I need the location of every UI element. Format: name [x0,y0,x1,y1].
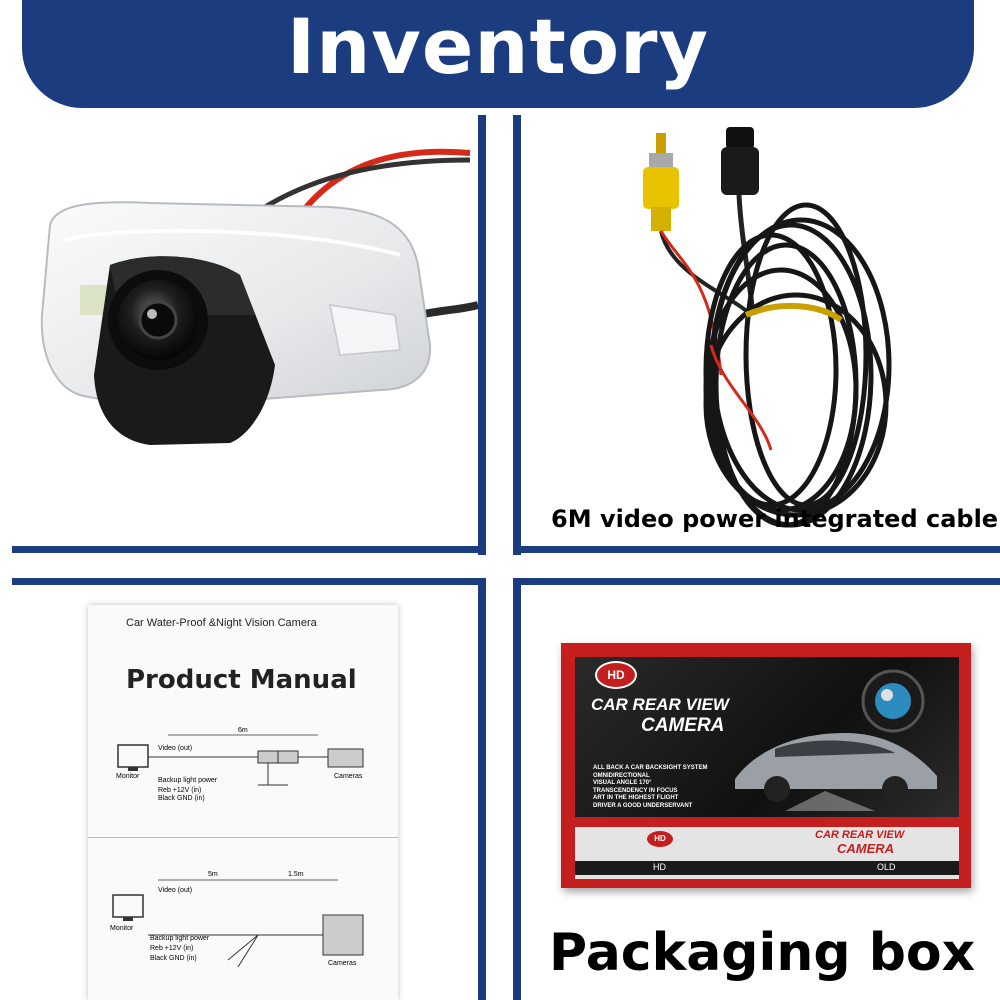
wiring-diagram-1 [117,734,364,786]
product-box: HD CAR REAR VIEW CAMERA ALL BACK A CAR B… [561,643,971,888]
box-feature: ALL BACK A CAR BACKSIGHT SYSTEM [593,765,708,771]
box-strip-old: OLD [877,862,896,872]
divider-vertical-top-right [513,115,521,555]
diagram2-monitor: Monitor [110,925,134,932]
box-side: HD CAR REAR VIEW CAMERA HD OLD [575,827,959,879]
inventory-header: Inventory [22,0,974,108]
box-color-strip: HD OLD [575,861,959,875]
box-title-line1: CAR REAR VIEW [591,695,729,714]
wiring-diagram-2 [112,879,364,968]
box-feature: OMNIDIRECTIONAL [593,772,650,779]
divider-horizontal-top-left [12,546,486,553]
box-hd-badge: HD [595,661,637,689]
divider-horizontal-bottom-right [513,578,1000,585]
divider-vertical-bottom-left [478,578,486,1000]
manual-page-fold [88,837,398,838]
diagram2-distance1: 5m [208,871,218,878]
diagram1-video: Video (out) [158,745,193,752]
box-side-badge: HD [647,831,673,847]
manual-title: Product Manual [126,665,357,695]
divider-horizontal-bottom-left [12,578,486,585]
box-feature: DRIVER A GOOD UNDERSERVANT [593,802,693,809]
camera-image [40,148,478,445]
header-title: Inventory [286,1,710,91]
diagram2-cameras: Cameras [328,960,357,967]
box-side-line1: CAR REAR VIEW [815,829,905,841]
box-side-line2: CAMERA [837,841,895,856]
cable-caption: 6M video power integrated cable [551,505,999,533]
diagram2-backup: Backup light power [150,935,210,942]
box-title-line2: CAMERA [641,715,725,736]
box-feature-list: ALL BACK A CAR BACKSIGHT SYSTEM OMNIDIRE… [593,765,707,810]
diagram1-red: Reb +12V (in) [158,787,202,794]
diagram1-distance: 6m [238,727,248,734]
diagram2-video: Video (out) [158,887,193,894]
manual-booklet: Car Water-Proof &Night Vision Camera Pro… [88,605,398,1000]
box-front: HD CAR REAR VIEW CAMERA ALL BACK A CAR B… [575,657,959,817]
diagram1-cameras: Cameras [334,773,363,780]
diagram2-red: Reb +12V (in) [150,945,194,952]
box-car-illustration [735,669,937,811]
box-strip-hd: HD [653,862,666,872]
camera-panel [0,115,478,546]
box-feature: TRANSCENDENCY IN FOCUS [593,787,678,794]
divider-vertical-top-left [478,115,486,555]
divider-vertical-bottom-right [513,578,521,1000]
cable-image [643,127,892,528]
box-panel: HD CAR REAR VIEW CAMERA ALL BACK A CAR B… [521,585,1000,1000]
diagram1-monitor: Monitor [116,773,140,780]
diagram1-backup: Backup light power [158,777,218,784]
diagram1-black: Black GND (in) [158,795,205,802]
diagram2-black: Black GND (in) [150,955,197,962]
box-feature: VISUAL ANGLE 170° [593,780,652,786]
divider-horizontal-top-right [513,546,1000,553]
cable-panel: 6M video power integrated cable [521,115,1000,546]
box-feature: ART IN THE HIGHEST FLIGHT [593,795,679,801]
manual-panel: Car Water-Proof &Night Vision Camera Pro… [0,585,478,1000]
box-caption: Packaging box [549,923,976,983]
diagram2-distance2: 1.5m [288,871,304,878]
manual-heading: Car Water-Proof &Night Vision Camera [126,617,317,629]
